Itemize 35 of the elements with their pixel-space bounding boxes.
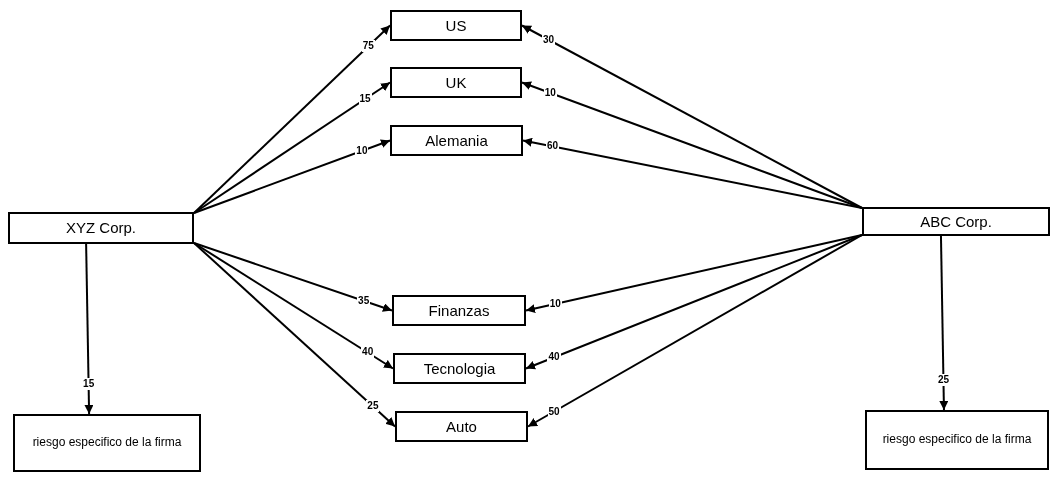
- edge-label: 25: [936, 374, 951, 386]
- arrow: [939, 235, 949, 411]
- edge-label: 10: [543, 86, 557, 99]
- arrow: [525, 234, 863, 313]
- arrow: [193, 242, 396, 428]
- arrow: [193, 242, 394, 370]
- label-box: ABC Corp.: [862, 207, 1050, 236]
- arrow: [193, 81, 391, 214]
- label-box: riesgo especifico de la firma: [865, 410, 1049, 470]
- edge-label: 10: [355, 144, 369, 157]
- label-box: Auto: [395, 411, 528, 442]
- edge-label: 75: [361, 40, 375, 53]
- edge-label: 40: [547, 351, 561, 364]
- edge-label: 15: [358, 93, 372, 106]
- label-box: XYZ Corp.: [8, 212, 194, 244]
- arrow: [193, 139, 391, 214]
- label-box: US: [390, 10, 522, 41]
- arrow: [84, 243, 94, 415]
- edge-label: 50: [547, 405, 561, 418]
- arrow: [522, 137, 863, 209]
- edge-label: 40: [361, 346, 375, 359]
- edge-label: 10: [548, 297, 562, 310]
- edge-label: 30: [541, 33, 556, 46]
- label-box: Finanzas: [392, 295, 526, 326]
- label-box: riesgo especifico de la firma: [13, 414, 201, 472]
- label-box: UK: [390, 67, 522, 98]
- arrow: [521, 81, 863, 209]
- arrow: [193, 24, 391, 214]
- label-box: Tecnologia: [393, 353, 526, 384]
- edge-label: 15: [82, 378, 96, 390]
- arrow: [193, 242, 393, 312]
- label-box: Alemania: [390, 125, 523, 156]
- edge-label: 35: [357, 294, 371, 307]
- arrow: [527, 234, 863, 428]
- edge-label: 25: [366, 400, 380, 413]
